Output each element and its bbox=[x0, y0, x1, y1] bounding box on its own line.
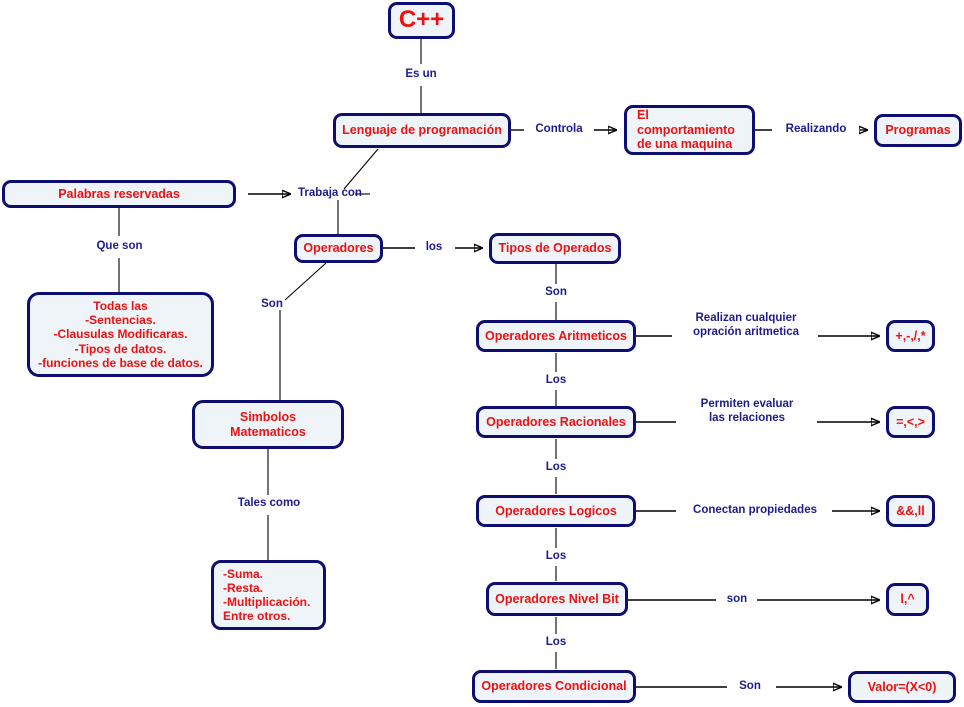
node-lenguaje-de-programacion[interactable]: Lenguaje de programación bbox=[333, 113, 511, 148]
link-label-son-bit: son bbox=[726, 593, 748, 605]
link-label-son-condicional: Son bbox=[739, 680, 761, 692]
node-operadores-racionales[interactable]: Operadores Racionales bbox=[476, 406, 636, 438]
node-simbolos-logicos[interactable]: &&,ll bbox=[886, 495, 935, 527]
node-operadores-logicos-label: Operadores Logicos bbox=[495, 503, 617, 518]
node-simbolos-racionales-label: =,<,> bbox=[896, 414, 925, 429]
link-label-realizando: Realizando bbox=[785, 123, 847, 135]
node-simbolos-nivel-bit[interactable]: l,^ bbox=[886, 583, 929, 616]
node-operadores[interactable]: Operadores bbox=[294, 234, 383, 263]
link-label-que-son: Que son bbox=[96, 240, 143, 252]
node-operadores-condicional[interactable]: Operadores Condicional bbox=[472, 670, 636, 703]
link-label-conectan-propiedades: Conectan propiedades bbox=[693, 504, 817, 516]
node-operadores-nivel-bit[interactable]: Operadores Nivel Bit bbox=[486, 582, 628, 616]
node-comportamiento-label: El comportamiento de una maquina bbox=[637, 107, 735, 152]
node-operadores-logicos[interactable]: Operadores Logicos bbox=[476, 495, 636, 527]
node-root-cpp-label: C++ bbox=[398, 6, 445, 34]
node-operadores-aritmeticos[interactable]: Operadores Aritmeticos bbox=[476, 320, 636, 352]
node-simbolos-condicional-label: Valor=(X<0) bbox=[867, 679, 937, 694]
link-label-los-4: Los bbox=[545, 636, 567, 648]
link-label-los-2: Los bbox=[545, 461, 567, 473]
link-label-son-operadores: Son bbox=[261, 298, 283, 310]
link-label-controla: Controla bbox=[535, 123, 583, 135]
link-label-los-3: Los bbox=[545, 550, 567, 562]
node-palabras-reservadas-label: Palabras reservadas bbox=[58, 186, 180, 201]
node-suma-resta-label: -Suma. -Resta. -Multiplicación. Entre ot… bbox=[223, 566, 311, 624]
node-operadores-aritmeticos-label: Operadores Aritmeticos bbox=[485, 328, 627, 343]
link-label-tales-como: Tales como bbox=[237, 497, 301, 509]
link-label-es-un: Es un bbox=[405, 68, 437, 80]
link-label-los-1: Los bbox=[545, 374, 567, 386]
node-simbolos-condicional[interactable]: Valor=(X<0) bbox=[848, 671, 956, 703]
node-root-cpp[interactable]: C++ bbox=[388, 2, 455, 39]
node-palabras-reservadas[interactable]: Palabras reservadas bbox=[2, 180, 236, 208]
link-label-permiten-evaluar: Permiten evaluar las relaciones bbox=[700, 398, 794, 424]
node-todas-las[interactable]: Todas las -Sentencias. -Clausulas Modifi… bbox=[27, 292, 214, 377]
node-operadores-label: Operadores bbox=[303, 241, 374, 256]
node-simbolos-matematicos[interactable]: Simbolos Matematicos bbox=[192, 400, 344, 449]
node-lenguaje-label: Lenguaje de programación bbox=[342, 123, 502, 138]
link-label-los-operadores: los bbox=[425, 241, 443, 253]
link-label-trabaja-con: Trabaja con bbox=[298, 187, 362, 199]
node-simbolos-nivel-bit-label: l,^ bbox=[900, 592, 915, 607]
node-simbolos-racionales[interactable]: =,<,> bbox=[886, 406, 935, 438]
node-tipos-de-operados[interactable]: Tipos de Operados bbox=[489, 233, 621, 264]
link-label-son-tipos: Son bbox=[545, 286, 567, 298]
node-simbolos-aritmeticos[interactable]: +,-,/,* bbox=[886, 320, 935, 352]
node-operadores-condicional-label: Operadores Condicional bbox=[481, 679, 627, 694]
node-simbolos-aritmeticos-label: +,-,/,* bbox=[895, 328, 926, 343]
node-comportamiento-maquina[interactable]: El comportamiento de una maquina bbox=[624, 105, 755, 155]
node-todas-las-label: Todas las -Sentencias. -Clausulas Modifi… bbox=[38, 299, 203, 370]
node-operadores-nivel-bit-label: Operadores Nivel Bit bbox=[495, 591, 619, 606]
node-programas-label: Programas bbox=[885, 123, 951, 138]
node-tipos-de-operados-label: Tipos de Operados bbox=[498, 241, 612, 256]
node-simbolos-matematicos-label: Simbolos Matematicos bbox=[230, 409, 306, 439]
node-simbolos-logicos-label: &&,ll bbox=[896, 503, 925, 518]
link-label-realizan-cualquier: Realizan cualquier opración aritmetica bbox=[692, 312, 800, 338]
node-programas[interactable]: Programas bbox=[874, 114, 962, 147]
node-operadores-racionales-label: Operadores Racionales bbox=[486, 414, 626, 429]
node-suma-resta[interactable]: -Suma. -Resta. -Multiplicación. Entre ot… bbox=[211, 560, 326, 630]
